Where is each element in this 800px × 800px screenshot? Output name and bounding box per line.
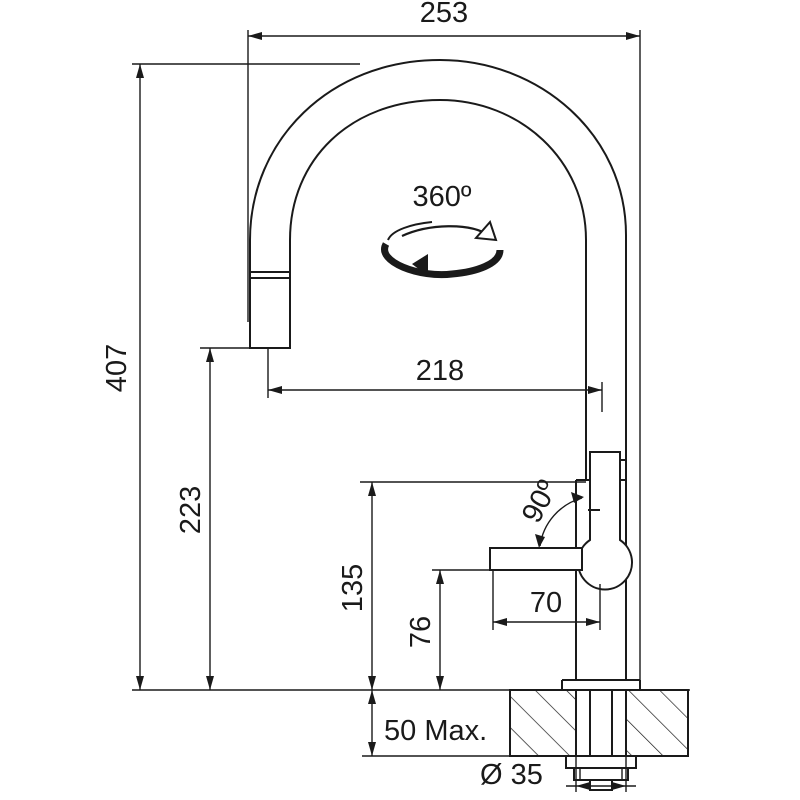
worktop-section xyxy=(509,689,689,757)
dim-overall-height-label: 407 xyxy=(101,344,133,392)
spray-head xyxy=(249,271,291,349)
dim-lever-base-height-label: 76 xyxy=(405,616,437,648)
dim-hole-diameter: Ø 35 xyxy=(480,756,636,792)
dim-spout-reach-label: 218 xyxy=(416,355,464,387)
dim-lever-reach-label: 70 xyxy=(530,587,562,619)
swivel-indicator: 360º xyxy=(381,181,504,279)
mounting-nut xyxy=(565,755,637,791)
lever-horizontal-reference xyxy=(489,547,583,571)
dim-lever-angle-label: 90º xyxy=(516,475,565,528)
swivel-rotation-arrow-icon xyxy=(381,220,504,279)
dim-spout-height: 223 xyxy=(175,347,290,690)
dim-spout-height-label: 223 xyxy=(175,486,207,534)
dim-lever-height: 135 xyxy=(337,481,586,690)
dim-overall-width-label: 253 xyxy=(420,0,468,29)
spout xyxy=(249,58,627,480)
dim-lever-reach: 70 xyxy=(492,570,601,630)
dim-worktop-thickness-label: 50 Max. xyxy=(384,715,487,747)
dim-overall-width: 253 xyxy=(247,0,641,680)
dim-lever-height-label: 135 xyxy=(337,564,369,612)
dim-overall-height: 407 xyxy=(101,63,360,690)
dim-lever-base-height: 76 xyxy=(405,569,490,690)
dim-hole-diameter-label: Ø 35 xyxy=(480,759,543,791)
dim-lever-angle: 90º xyxy=(516,475,584,548)
swivel-label: 360º xyxy=(413,181,472,213)
dim-worktop-thickness: 50 Max. xyxy=(362,690,510,757)
dim-spout-reach: 218 xyxy=(267,348,603,412)
